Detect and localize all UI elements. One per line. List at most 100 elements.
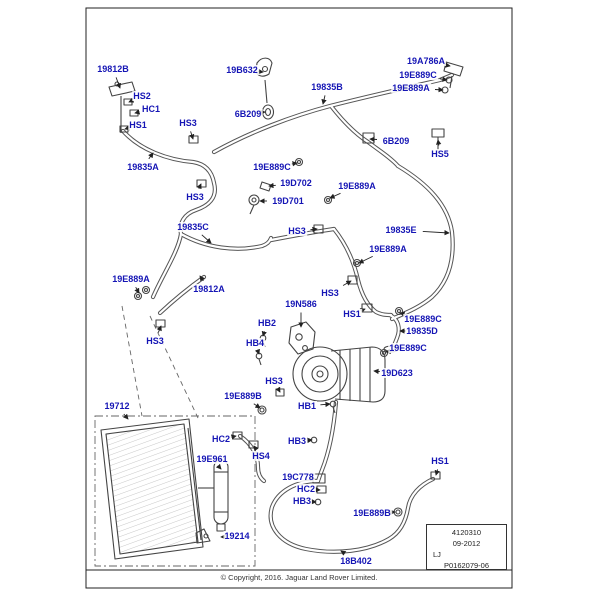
part-label-19835c[interactable]: 19835C (176, 222, 210, 232)
leader-line-hc2 (230, 434, 237, 440)
leader-line-hb2 (261, 330, 267, 337)
leader-line-hs3 (156, 325, 162, 333)
part-label-hb2[interactable]: HB2 (256, 318, 278, 328)
leader-line-hb4 (254, 348, 260, 355)
part-label-hs2[interactable]: HS2 (132, 91, 152, 101)
part-label-6b209[interactable]: 6B209 (233, 109, 263, 119)
leader-line-hs3 (342, 280, 352, 286)
part-label-hb4[interactable]: HB4 (244, 338, 266, 348)
part-label-19e889c[interactable]: 19E889C (388, 343, 428, 353)
part-label-hs3[interactable]: HS3 (287, 226, 307, 236)
leader-line-hs1 (434, 469, 440, 476)
part-label-19b632[interactable]: 19B632 (225, 65, 259, 75)
part-label-hs3[interactable]: HS3 (264, 376, 284, 386)
compressor-pulley (292, 346, 348, 402)
leader-line-hs5 (435, 139, 442, 146)
part-label-19d702[interactable]: 19D702 (279, 178, 313, 188)
copyright-text: © Copyright, 2016. Jaguar Land Rover Lim… (220, 573, 378, 582)
leader-line-19812a (199, 275, 205, 282)
part-label-hc2[interactable]: HC2 (295, 484, 317, 494)
part-label-19e889c[interactable]: 19E889C (252, 162, 292, 172)
part-label-hc2[interactable]: HC2 (210, 434, 232, 444)
part-label-19e889a[interactable]: 19E889A (368, 244, 408, 254)
leader-line-hs1 (124, 125, 131, 131)
figure-info-box: 4120310 09-2012 LJ P0162079-06 (426, 524, 507, 570)
part-label-hs3[interactable]: HS3 (320, 288, 340, 298)
leader-line-19e961 (215, 463, 222, 470)
part-label-19c778[interactable]: 19C778 (281, 472, 315, 482)
part-label-19835a[interactable]: 19835A (126, 162, 160, 172)
leader-line-hs3 (196, 183, 202, 190)
bracket-19N586 (288, 321, 316, 355)
part-label-hs1[interactable]: HS1 (430, 456, 450, 466)
part-label-hs4[interactable]: HS4 (251, 451, 271, 461)
leader-line-19d623 (373, 368, 380, 375)
leader-line-19835b (321, 95, 327, 105)
part-label-19712[interactable]: 19712 (103, 401, 131, 411)
leader-line-19e889c (290, 161, 298, 167)
part-label-hs1[interactable]: HS1 (128, 120, 148, 130)
part-label-19e889c[interactable]: 19E889C (403, 314, 443, 324)
leader-line-19835c (201, 234, 212, 244)
leader-line-19812b (115, 77, 121, 89)
part-label-19835d[interactable]: 19835D (405, 326, 439, 336)
leader-line-19e889b (253, 403, 261, 409)
leader-line-19712 (122, 413, 129, 420)
part-label-19214[interactable]: 19214 (223, 531, 251, 541)
part-label-19e889b[interactable]: 19E889B (223, 391, 263, 401)
condenser-core (105, 423, 199, 555)
part-label-19835e[interactable]: 19835E (384, 225, 418, 235)
leader-line-19e889a (329, 192, 341, 199)
part-label-19835b[interactable]: 19835B (310, 82, 344, 92)
leader-line-hs1 (359, 308, 366, 314)
part-label-hs3[interactable]: HS3 (185, 192, 205, 202)
figure-number: 4120310 (451, 528, 482, 537)
part-label-19e889a[interactable]: 19E889A (337, 181, 377, 191)
part-label-hb1[interactable]: HB1 (296, 401, 318, 411)
part-label-19812b[interactable]: 19812B (96, 64, 130, 74)
figure-date: 09-2012 (452, 539, 481, 548)
leader-line-18b402 (340, 550, 347, 556)
leader-line-hb1 (320, 401, 331, 408)
connector-19A786A (443, 61, 464, 77)
part-label-19d701[interactable]: 19D701 (271, 196, 305, 206)
leader-line-19835a (148, 152, 154, 160)
part-label-hs3[interactable]: HS3 (178, 118, 198, 128)
part-label-6b209[interactable]: 6B209 (381, 136, 411, 146)
figure-plate: P0162079-06 (443, 561, 490, 570)
leader-line-hc1 (134, 109, 141, 115)
part-label-hb3[interactable]: HB3 (291, 496, 313, 506)
part-label-19e889c[interactable]: 19E889C (398, 70, 438, 80)
part-label-18b402[interactable]: 18B402 (339, 556, 373, 566)
condenser-frame (100, 418, 204, 560)
leader-line-19e889a (434, 87, 444, 93)
leader-line-6b209 (369, 136, 378, 143)
part-label-19e961[interactable]: 19E961 (195, 454, 229, 464)
leader-line-hs4 (253, 445, 259, 452)
leader-line-19d702 (268, 182, 276, 189)
leader-line-hs3 (275, 386, 281, 393)
leader-line-hs3 (310, 226, 318, 233)
part-label-19e889a[interactable]: 19E889A (111, 274, 151, 284)
part-label-19d623[interactable]: 19D623 (380, 368, 414, 378)
leader-line-hs3 (189, 131, 195, 140)
part-label-hs5[interactable]: HS5 (430, 149, 450, 159)
leader-line-19e889c (439, 76, 448, 82)
part-label-19a786a[interactable]: 19A786A (405, 56, 447, 66)
leader-line-hs2 (128, 97, 135, 103)
part-label-hc1[interactable]: HC1 (140, 104, 162, 114)
leader-line-19835e (422, 230, 450, 236)
figure-code: LJ (433, 550, 441, 559)
part-label-19e889b[interactable]: 19E889B (352, 508, 392, 518)
part-label-hb3[interactable]: HB3 (286, 436, 308, 446)
page-border (85, 7, 513, 589)
part-label-19812a[interactable]: 19812A (192, 284, 226, 294)
part-label-hs3[interactable]: HS3 (145, 336, 165, 346)
part-label-19n586[interactable]: 19N586 (284, 299, 318, 309)
part-label-hs1[interactable]: HS1 (342, 309, 362, 319)
condenser-group-outline (94, 415, 256, 567)
part-label-19e889a[interactable]: 19E889A (391, 83, 431, 93)
